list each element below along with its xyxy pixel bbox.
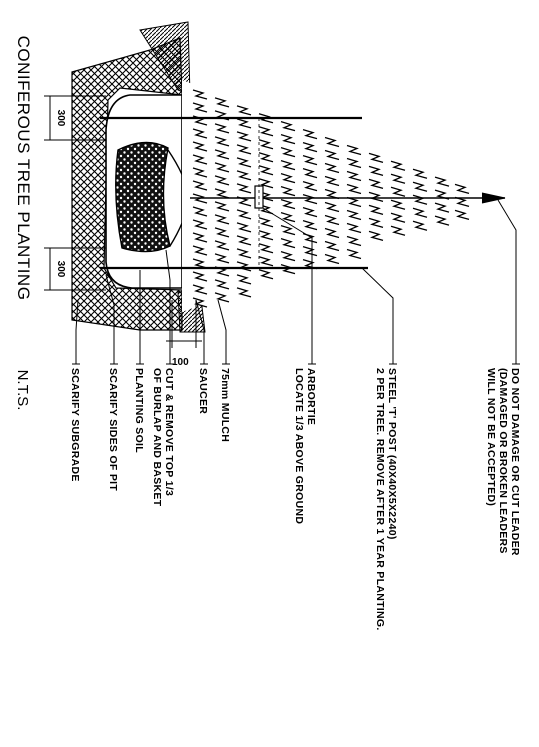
callout-label-mulch-0: 75mm MULCH bbox=[219, 368, 231, 442]
callout-label-leader-1: (DAMAGED OR BROKEN LEADERS bbox=[497, 368, 509, 554]
callout-leader-pit-sides bbox=[105, 274, 115, 364]
dim-top-label: 300 bbox=[55, 110, 66, 127]
callout-group: DO NOT DAMAGE OR CUT LEADER(DAMAGED OR B… bbox=[69, 199, 521, 631]
callout-label-arbortie-1: LOCATE 1/3 ABOVE GROUND bbox=[293, 368, 305, 524]
callout-leader-post bbox=[361, 267, 394, 364]
callout-label-burlap-1: OF BURLAP AND BASKET bbox=[151, 368, 163, 507]
dim-mulch-label: 100 bbox=[172, 357, 189, 368]
callout-label-saucer-0: SAUCER bbox=[197, 368, 209, 414]
callout-label-post-1: 2 PER TREE. REMOVE AFTER 1 YEAR PLANTING… bbox=[374, 368, 386, 631]
callout-label-leader-0: DO NOT DAMAGE OR CUT LEADER bbox=[509, 368, 521, 556]
tree-tip bbox=[481, 192, 506, 204]
callout-leader-mulch bbox=[217, 299, 227, 364]
callout-label-arbortie-0: ARBORTIE bbox=[305, 368, 317, 425]
tree-foliage bbox=[182, 80, 500, 312]
callout-label-post-0: STEEL 'T' POST (40X40X5X2240) bbox=[386, 368, 398, 540]
callout-label-pit-sides-0: SCARIFY SIDES OF PIT bbox=[107, 368, 119, 491]
callout-leader-burlap bbox=[165, 249, 171, 364]
callout-label-subgrade-0: SCARIFY SUBGRADE bbox=[69, 368, 81, 482]
root-ball bbox=[115, 141, 171, 253]
drawing-title: CONIFEROUS TREE PLANTING bbox=[14, 36, 33, 301]
callout-leader-saucer bbox=[195, 299, 205, 364]
dim-bottom-label: 300 bbox=[55, 261, 66, 278]
callout-label-burlap-0: CUT & REMOVE TOP 1/3 bbox=[163, 368, 175, 496]
callout-leader-arbortie bbox=[262, 207, 313, 364]
dim-bottom bbox=[44, 247, 106, 291]
callout-leader-subgrade bbox=[75, 299, 79, 364]
dim-top bbox=[44, 95, 106, 141]
callout-label-soil-0: PLANTING SOIL bbox=[133, 368, 145, 453]
callout-label-leader-2: WILL NOT BE ACCEPTED) bbox=[485, 368, 497, 506]
scale-note: N.T.S. bbox=[14, 370, 31, 411]
callout-leader-leader bbox=[497, 199, 517, 364]
dim-mulch bbox=[166, 300, 202, 348]
